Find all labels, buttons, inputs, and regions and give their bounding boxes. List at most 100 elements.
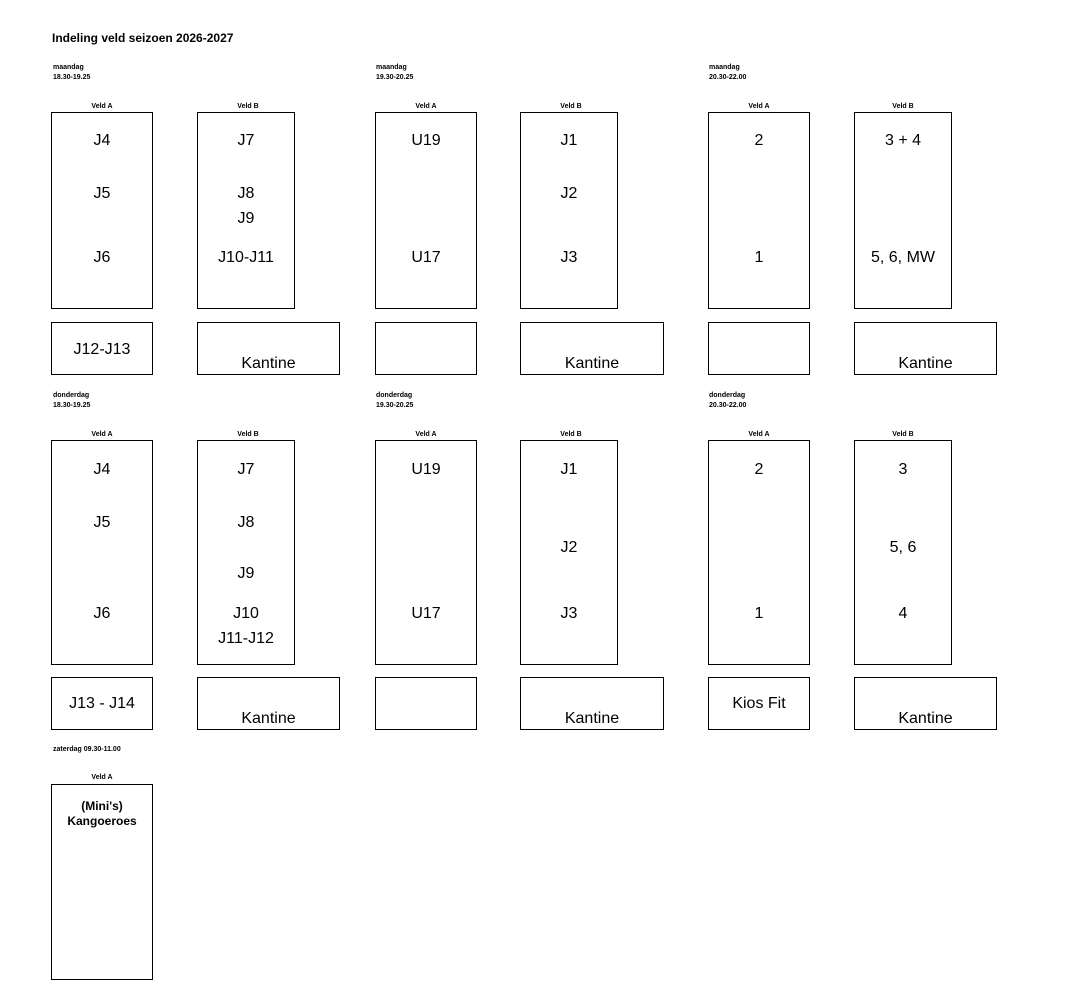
box-kantine: Kantine bbox=[854, 677, 997, 730]
team-label: J3 bbox=[560, 249, 578, 266]
field-veld-b: J7 J8 J9 J10-J11 bbox=[197, 112, 295, 309]
veld-a-label: Veld A bbox=[748, 103, 770, 110]
team-label: U17 bbox=[411, 605, 441, 622]
veld-a-label: Veld A bbox=[415, 431, 437, 438]
team-label: J4 bbox=[93, 132, 111, 149]
slot-time: 20.30-22.00 bbox=[709, 402, 747, 409]
slot-day: maandag bbox=[376, 64, 407, 71]
slot-header-donderdag-2: donderdag 19.30-20.25 bbox=[376, 391, 413, 411]
mini-label: (Mini's) bbox=[81, 799, 123, 813]
veld-b-label: Veld B bbox=[237, 103, 259, 110]
field-zaterdag-veld-a: (Mini's) Kangoeroes bbox=[51, 784, 153, 980]
slot-time: 20.30-22.00 bbox=[709, 74, 747, 81]
field-veld-b: J1 J2 J3 bbox=[520, 440, 618, 665]
slot-header-donderdag-1: donderdag 18.30-19.25 bbox=[53, 391, 90, 411]
team-label: J1 bbox=[560, 461, 578, 478]
box-label: J12-J13 bbox=[73, 341, 131, 358]
slot-header-maandag-2: maandag 19.30-20.25 bbox=[376, 63, 413, 83]
box-extra-a: J13 - J14 bbox=[51, 677, 153, 730]
slot-time: 19.30-20.25 bbox=[376, 74, 414, 81]
field-veld-a: 2 1 bbox=[708, 440, 810, 665]
team-label: 5, 6, MW bbox=[870, 249, 935, 266]
team-label: 2 bbox=[754, 132, 764, 149]
slot-time: 18.30-19.25 bbox=[53, 402, 91, 409]
slot-day: donderdag bbox=[709, 392, 746, 399]
box-extra-a bbox=[708, 322, 810, 375]
slot-header-donderdag-3: donderdag 20.30-22.00 bbox=[709, 391, 746, 411]
team-label: 3 bbox=[898, 461, 908, 478]
slot-header-maandag-1: maandag 18.30-19.25 bbox=[53, 63, 90, 83]
team-label: J7 bbox=[237, 461, 255, 478]
box-label: Kios Fit bbox=[732, 695, 786, 712]
box-kantine: Kantine bbox=[854, 322, 997, 375]
team-label: 2 bbox=[754, 461, 764, 478]
team-label: U17 bbox=[411, 249, 441, 266]
slot-header-zaterdag: zaterdag 09.30-11.00 bbox=[53, 745, 121, 755]
box-extra-a: J12-J13 bbox=[51, 322, 153, 375]
field-veld-b: 3 + 4 5, 6, MW bbox=[854, 112, 952, 309]
team-label: 4 bbox=[898, 605, 908, 622]
team-label: J2 bbox=[560, 185, 578, 202]
veld-a-label: Veld A bbox=[748, 431, 770, 438]
slot-day: maandag bbox=[53, 64, 84, 71]
team-label: 3 + 4 bbox=[884, 132, 922, 149]
team-label: J9 bbox=[237, 210, 255, 227]
veld-b-label: Veld B bbox=[892, 103, 914, 110]
team-label: J6 bbox=[93, 249, 111, 266]
box-kantine: Kantine bbox=[520, 322, 664, 375]
box-label: J13 - J14 bbox=[69, 695, 135, 712]
field-veld-a: U19 U17 bbox=[375, 440, 477, 665]
slot-day: donderdag bbox=[376, 392, 413, 399]
box-label: Kantine bbox=[564, 710, 620, 727]
box-kantine: Kantine bbox=[197, 677, 340, 730]
team-label: J10-J11 bbox=[218, 249, 274, 266]
box-extra-a bbox=[375, 322, 477, 375]
box-extra-a bbox=[375, 677, 477, 730]
veld-b-label: Veld B bbox=[560, 103, 582, 110]
page-title: Indeling veld seizoen 2026-2027 bbox=[52, 31, 234, 45]
team-label: U19 bbox=[411, 461, 441, 478]
slot-day: maandag bbox=[709, 64, 740, 71]
veld-a-label: Veld A bbox=[91, 431, 113, 438]
team-label: U19 bbox=[411, 132, 441, 149]
team-label: J7 bbox=[237, 132, 255, 149]
box-label: Kantine bbox=[241, 355, 296, 372]
team-label: J4 bbox=[93, 461, 111, 478]
box-kios-fit: Kios Fit bbox=[708, 677, 810, 730]
box-label: Kantine bbox=[241, 710, 296, 727]
team-label: J5 bbox=[93, 185, 111, 202]
veld-b-label: Veld B bbox=[237, 431, 259, 438]
team-label: 5, 6 bbox=[889, 539, 917, 556]
team-label: 1 bbox=[754, 605, 764, 622]
veld-a-label: Veld A bbox=[91, 774, 113, 781]
team-label: J1 bbox=[560, 132, 578, 149]
team-label: J5 bbox=[93, 514, 111, 531]
slot-time: 18.30-19.25 bbox=[53, 74, 91, 81]
veld-a-label: Veld A bbox=[91, 103, 113, 110]
field-veld-a: 2 1 bbox=[708, 112, 810, 309]
field-veld-b: J7 J8 J9 J10 J11-J12 bbox=[197, 440, 295, 665]
box-kantine: Kantine bbox=[197, 322, 340, 375]
team-label: 1 bbox=[754, 249, 764, 266]
team-label: J8 bbox=[237, 514, 255, 531]
veld-b-label: Veld B bbox=[892, 431, 914, 438]
kangoeroes-label: Kangoeroes bbox=[67, 814, 137, 828]
field-veld-b: J1 J2 J3 bbox=[520, 112, 618, 309]
team-label: J8 bbox=[237, 185, 255, 202]
slot-header-maandag-3: maandag 20.30-22.00 bbox=[709, 63, 746, 83]
box-kantine: Kantine bbox=[520, 677, 664, 730]
team-label: J2 bbox=[560, 539, 578, 556]
slot-time: 19.30-20.25 bbox=[376, 402, 414, 409]
veld-a-label: Veld A bbox=[415, 103, 437, 110]
box-label: Kantine bbox=[898, 710, 953, 727]
team-label: J6 bbox=[93, 605, 111, 622]
team-label: J10 bbox=[233, 605, 259, 622]
veld-b-label: Veld B bbox=[560, 431, 582, 438]
field-veld-a: J4 J5 J6 bbox=[51, 112, 153, 309]
team-label: J3 bbox=[560, 605, 578, 622]
box-label: Kantine bbox=[898, 355, 953, 372]
slot-day: donderdag bbox=[53, 392, 90, 399]
slot-time: zaterdag 09.30-11.00 bbox=[53, 746, 121, 753]
box-label: Kantine bbox=[564, 355, 620, 372]
team-label: J11-J12 bbox=[218, 630, 274, 647]
